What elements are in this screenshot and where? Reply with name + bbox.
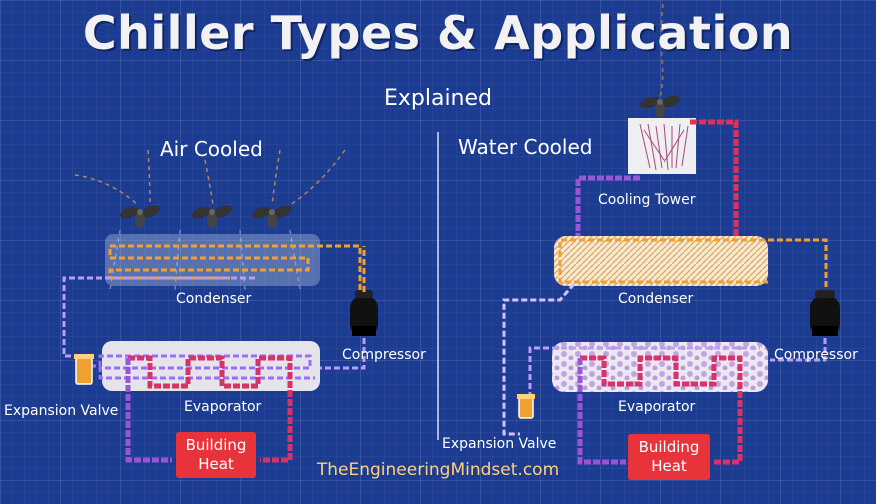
air-cooled-heading: Air Cooled — [160, 137, 263, 161]
water-condenser-label: Condenser — [618, 291, 694, 307]
water-building-label: Building — [638, 438, 700, 456]
expansion-valve-icon — [517, 394, 535, 419]
air-building-heat-box — [176, 432, 256, 478]
water-expansion-valve-label: Expansion Valve — [442, 436, 557, 452]
water-building-heat-box — [628, 434, 710, 480]
water-building-heat-label: Building Heat — [628, 438, 710, 476]
air-heat-label: Heat — [198, 455, 234, 473]
fan-icon — [190, 203, 234, 228]
compressor-icon — [350, 290, 378, 336]
water-condenser-box — [554, 236, 768, 286]
water-cooled-heading: Water Cooled — [458, 135, 593, 159]
water-compressor-label: Compressor — [774, 347, 858, 363]
page-title: Chiller Types & Application — [82, 6, 794, 60]
air-condenser-coil — [108, 244, 362, 290]
compressor-icon — [810, 290, 840, 336]
air-building-label: Building — [185, 436, 247, 454]
air-expansion-valve-label: Expansion Valve — [4, 403, 119, 419]
air-return-water — [128, 355, 293, 463]
fan-icon — [118, 203, 162, 228]
footer-website: TheEngineeringMindset.com — [316, 460, 560, 480]
air-supply-water — [125, 358, 172, 463]
water-heat-label: Heat — [651, 457, 687, 475]
air-evaporator-coil — [90, 354, 315, 380]
expansion-valve-icon — [74, 354, 94, 385]
air-liquid-line — [62, 276, 255, 358]
cooling-tower-label: Cooling Tower — [598, 192, 696, 208]
page-subtitle: Explained — [383, 86, 493, 111]
air-building-heat-label: Building Heat — [176, 436, 256, 474]
air-condenser-label: Condenser — [176, 291, 252, 307]
water-evaporator-label: Evaporator — [618, 399, 696, 415]
air-evaporator-label: Evaporator — [184, 399, 262, 415]
air-flow-lines — [74, 149, 346, 291]
air-compressor-label: Compressor — [342, 347, 426, 363]
fan-icon — [250, 203, 294, 228]
air-evaporator-box — [102, 341, 320, 391]
